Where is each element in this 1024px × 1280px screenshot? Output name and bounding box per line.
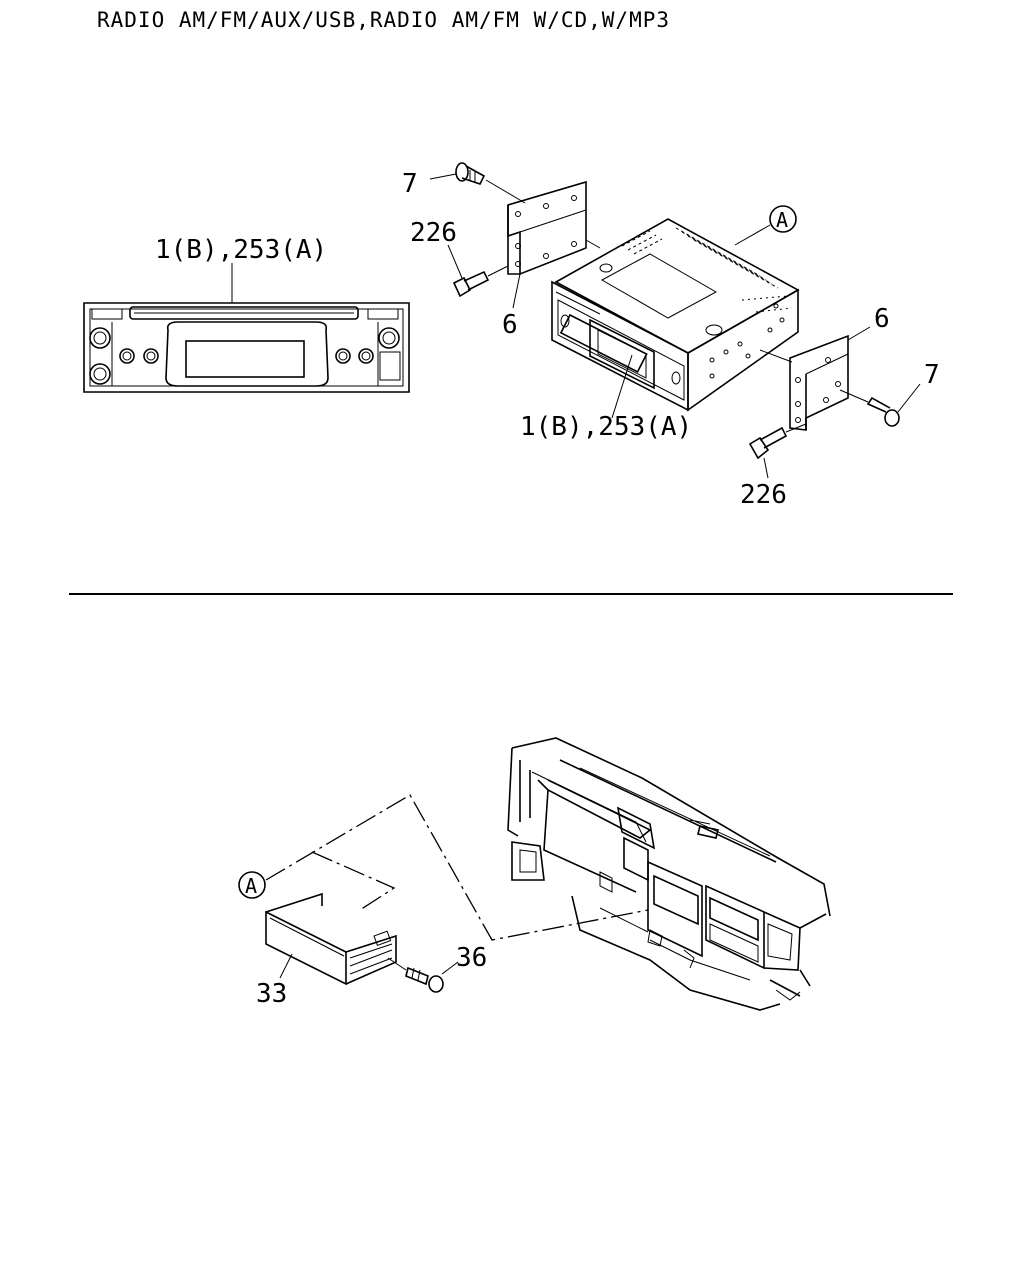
leader-screw-7-right <box>897 383 921 413</box>
leader-screw-36 <box>441 961 459 975</box>
reference-line-inner <box>311 851 396 911</box>
screw-36 <box>405 966 444 993</box>
label-unit-radio: 1(B),253(A) <box>520 412 692 442</box>
label-bolt-226-left: 226 <box>410 218 457 248</box>
leader-bolt-226-right <box>763 457 769 479</box>
ref-a-marker-bottom <box>238 871 266 899</box>
label-bracket-right: 6 <box>874 304 890 334</box>
label-screw-7-right: 7 <box>924 360 940 390</box>
radio-front-view <box>83 302 410 393</box>
bolt-226-right <box>748 426 788 460</box>
reference-line <box>265 794 649 941</box>
bolt-226-left <box>452 270 490 298</box>
label-screw-36: 36 <box>456 943 487 973</box>
screw-7-left <box>455 162 486 185</box>
label-screw-7-left: 7 <box>402 169 418 199</box>
ref-a-label-top: A <box>776 208 788 232</box>
leader-bracket-right <box>847 326 871 341</box>
diagram-title: RADIO AM/FM/AUX/USB,RADIO AM/FM W/CD,W/M… <box>97 8 670 32</box>
ref-a-label-bottom: A <box>245 874 257 898</box>
leader-unit-radio <box>611 354 633 419</box>
leader-bolt-226-left <box>447 244 463 279</box>
leader-screw-7-left <box>429 173 457 180</box>
radio-unit <box>551 218 800 412</box>
ref-a-marker-top <box>769 205 797 233</box>
leader-ref-a-top <box>734 224 771 246</box>
label-front-radio: 1(B),253(A) <box>155 235 327 265</box>
label-bolt-226-right: 226 <box>740 480 787 510</box>
bracket-left <box>507 180 587 276</box>
label-bracket-left: 6 <box>502 310 518 340</box>
dashboard-assembly <box>507 737 831 1011</box>
label-pocket-33: 33 <box>256 979 287 1009</box>
bracket-right <box>789 334 849 431</box>
leader-bracket-left <box>512 273 521 309</box>
pocket-33 <box>265 892 397 986</box>
screw-7-right <box>866 396 900 427</box>
leader-pocket-33 <box>279 953 293 979</box>
